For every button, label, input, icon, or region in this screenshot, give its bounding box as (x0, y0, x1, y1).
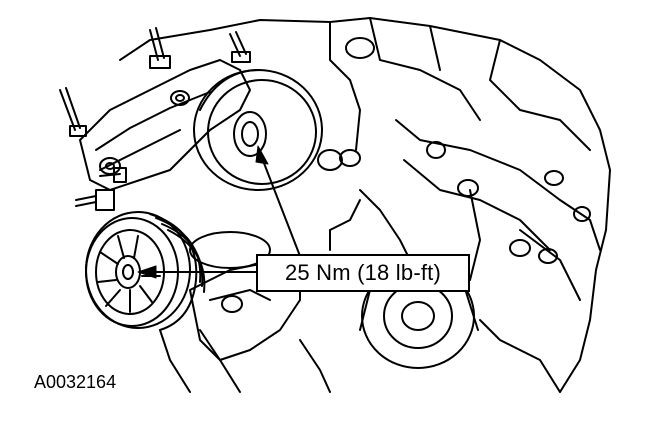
leader-arrows (137, 145, 301, 279)
torque-value: 25 Nm (18 lb-ft) (284, 260, 442, 285)
torque-callout: 25 Nm (18 lb-ft) (256, 254, 470, 292)
center-housing (189, 231, 301, 361)
bolt-heads (345, 37, 591, 264)
figure-id: A0032164 (34, 372, 117, 392)
upper-pulley (193, 69, 361, 191)
stud-bolts (59, 27, 251, 211)
